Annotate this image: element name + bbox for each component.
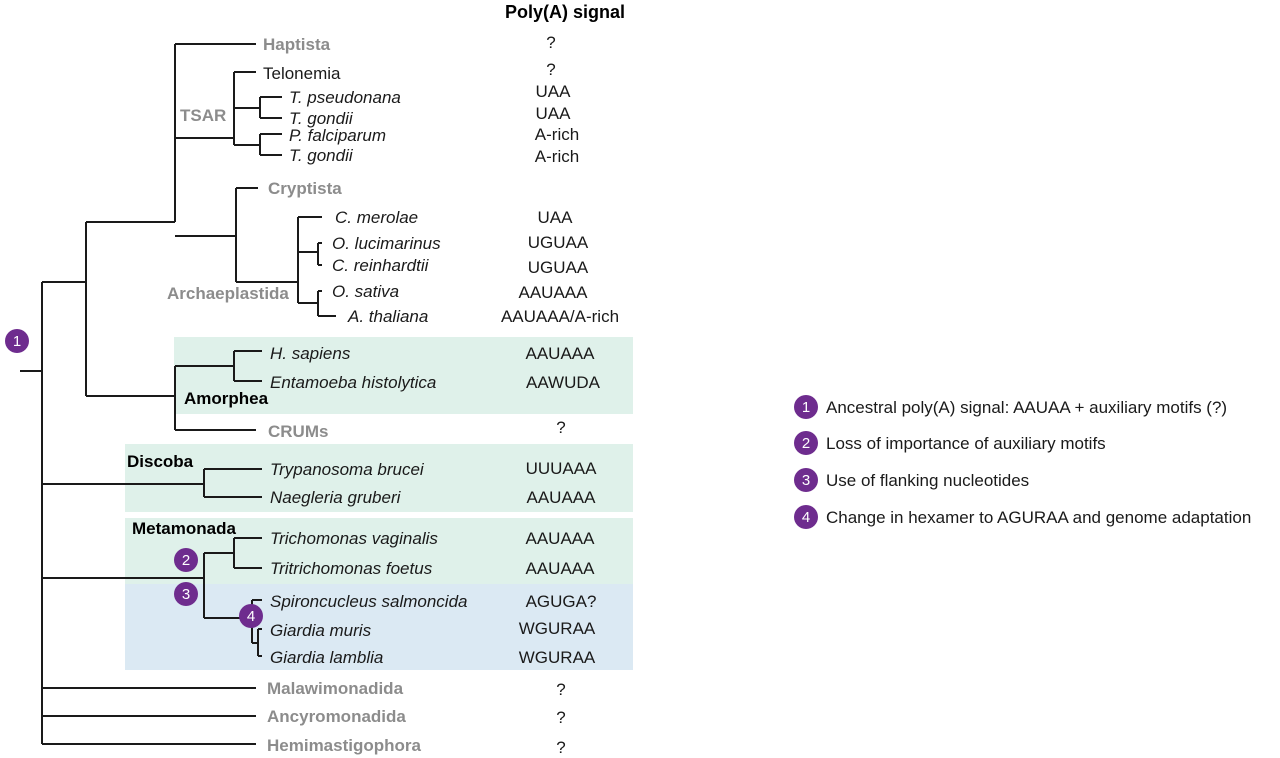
poly-a-signal-value: ? [556,738,565,757]
legend-text: Change in hexamer to AGURAA and genome a… [826,508,1251,527]
poly-a-signal-value: AGUGA? [526,592,597,611]
poly-a-signal-value: ? [556,708,565,727]
poly-a-signal-header: Poly(A) signal [505,2,625,22]
svg-text:1: 1 [13,333,21,350]
taxon-label: Giardia lamblia [270,648,383,667]
legend-badge [794,395,818,419]
group-label-discoba: Discoba [127,452,194,471]
tree-badge-3: 3 [174,582,198,606]
taxon-label: CRUMs [268,422,328,441]
legend-item-1: 1 Ancestral poly(A) signal: AAUAA + auxil… [794,395,1227,419]
taxon-label: C. merolae [335,208,418,227]
legend-text: Use of flanking nucleotides [826,471,1029,490]
poly-a-signal-value: AAUAAA [526,559,596,578]
poly-a-signal-value: UGUAA [528,258,589,277]
taxon-label: Trypanosoma brucei [270,460,425,479]
taxon-label: H. sapiens [270,344,351,363]
taxon-label: Haptista [263,35,331,54]
taxon-label: T. pseudonana [289,88,401,107]
poly-a-signal-value: ? [556,680,565,699]
taxon-label: T. gondii [289,146,354,165]
poly-a-signal-value: UUUAAA [526,459,598,478]
poly-a-signal-value: ? [546,33,555,52]
legend-text: Ancestral poly(A) signal: AAUAA + auxili… [826,398,1227,417]
taxon-label: Entamoeba histolytica [270,373,436,392]
poly-a-signal-value: AAUAAA/A-rich [501,307,619,326]
taxon-label: Giardia muris [270,621,372,640]
poly-a-signal-value: ? [556,418,565,437]
tree-badge-4: 4 [239,604,263,628]
metamonada-blue-highlight [125,584,633,670]
legend-badge-number: 2 [802,435,810,452]
taxon-label: Spironcucleus salmoncida [270,592,468,611]
poly-a-signal-value: UAA [536,104,572,123]
poly-a-signal-value: UAA [536,82,572,101]
metamonada-green-highlight [125,518,633,584]
taxon-label: Malawimonadida [267,679,404,698]
poly-a-signal-value: AAUAAA [527,488,597,507]
svg-text:3: 3 [182,586,190,603]
signal-labels: ??UAAUAAA-richA-richUAAUGUAAUGUAAAAUAAAA… [501,33,619,757]
taxon-label: O. sativa [332,282,399,301]
poly-a-signal-value: WGURAA [519,619,596,638]
taxon-label: C. reinhardtii [332,256,430,275]
legend-item-4: 4 Change in hexamer to AGURAA and genome … [794,505,1251,529]
tree-badge-1: 1 [5,329,29,353]
legend-badge-number: 1 [802,399,810,416]
taxon-label: Naegleria gruberi [270,488,402,507]
poly-a-signal-value: UAA [538,208,574,227]
poly-a-signal-value: WGURAA [519,648,596,667]
svg-text:4: 4 [247,608,255,625]
taxon-label: P. falciparum [289,126,386,145]
taxon-label: O. lucimarinus [332,234,441,253]
group-label-metamonada: Metamonada [132,519,236,538]
legend-item-2: 2 Loss of importance of auxiliary motifs [794,431,1106,455]
legend-badge [794,431,818,455]
taxon-label: A. thaliana [347,307,428,326]
legend-badge-number: 3 [802,472,810,489]
taxon-label: Ancyromonadida [267,707,406,726]
group-label-amorphea: Amorphea [184,389,269,408]
poly-a-signal-value: AAUAAA [526,529,596,548]
tree-branches [20,43,336,745]
legend-badge-number: 4 [802,509,810,526]
discoba-highlight [125,444,633,512]
group-label-tsar: TSAR [180,106,226,125]
legend-item-3: 3 Use of flanking nucleotides [794,468,1029,492]
poly-a-signal-value: A-rich [535,147,579,166]
legend-badge [794,505,818,529]
poly-a-signal-value: AAWUDA [526,373,601,392]
svg-text:2: 2 [182,552,190,569]
legend-badge [794,468,818,492]
taxon-label: Telonemia [263,64,341,83]
poly-a-signal-value: A-rich [535,125,579,144]
group-label-archaeplastida: Archaeplastida [167,284,289,303]
poly-a-signal-value: AAUAAA [519,283,589,302]
poly-a-signal-value: ? [546,60,555,79]
taxon-label: Trichomonas vaginalis [270,529,438,548]
taxon-label: Cryptista [268,179,342,198]
poly-a-signal-value: UGUAA [528,233,589,252]
legend: 1 Ancestral poly(A) signal: AAUAA + auxil… [794,395,1251,529]
amorphea-highlight [174,337,633,414]
legend-text: Loss of importance of auxiliary motifs [826,434,1106,453]
taxon-label: T. gondii [289,109,354,128]
taxon-label: Hemimastigophora [267,736,422,755]
tree-badge-2: 2 [174,548,198,572]
taxon-label: Tritrichomonas foetus [270,559,433,578]
poly-a-signal-value: AAUAAA [526,344,596,363]
